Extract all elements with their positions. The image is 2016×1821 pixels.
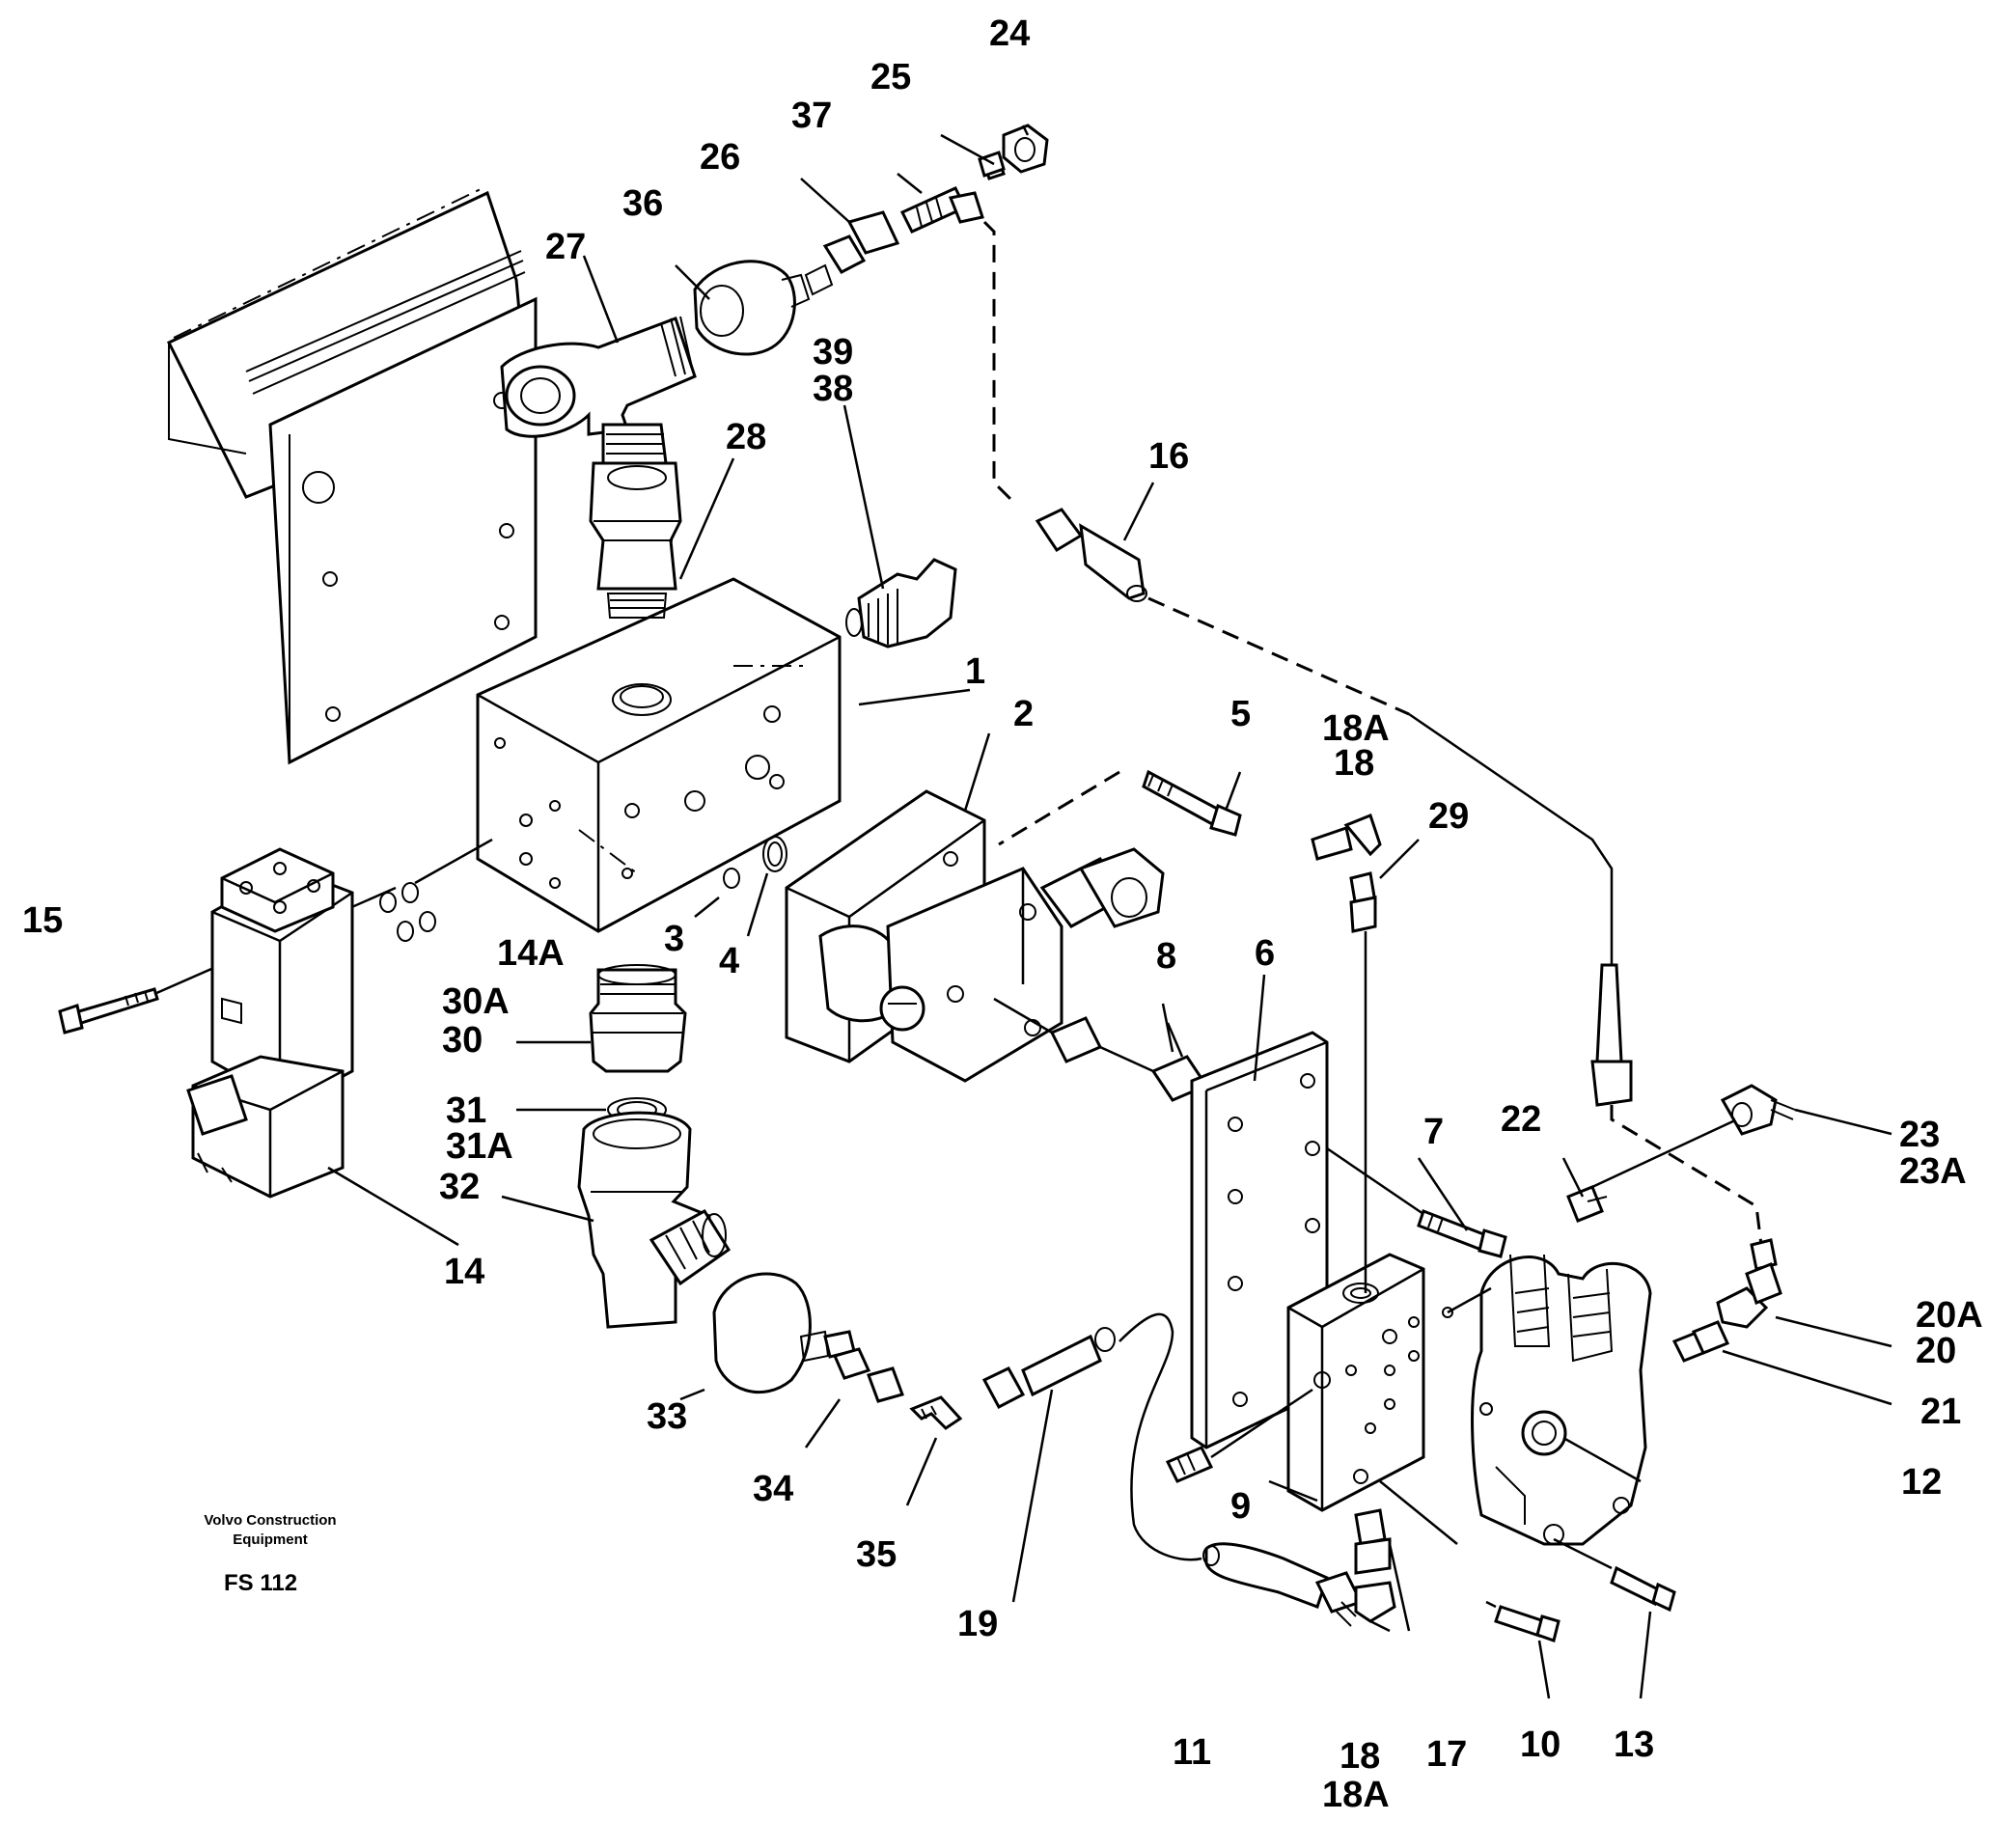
- label-18-top: 18: [1334, 743, 1374, 784]
- label-11: 11: [1173, 1732, 1211, 1773]
- leader-lines: [582, 124, 1652, 1699]
- tee-fitting-27: [500, 316, 697, 465]
- elbow-35: [905, 1395, 963, 1506]
- screw-5: [998, 769, 1242, 846]
- label-9: 9: [1230, 1486, 1251, 1527]
- label-31a: 31A: [446, 1126, 513, 1167]
- label-3: 3: [664, 919, 684, 959]
- solenoid-valve-2: [785, 789, 1165, 1083]
- label-34: 34: [753, 1469, 793, 1509]
- label-20a: 20A: [1916, 1295, 1983, 1336]
- label-37: 37: [791, 96, 832, 136]
- label-33: 33: [647, 1396, 687, 1437]
- label-13: 13: [1614, 1724, 1654, 1765]
- nut-36: [693, 260, 834, 356]
- label-14: 14: [444, 1252, 484, 1292]
- label-5: 5: [1230, 694, 1251, 734]
- elbow-18-lower: [1336, 1581, 1396, 1627]
- label-4: 4: [719, 941, 739, 981]
- brand-line-2: Equipment: [233, 1531, 308, 1548]
- hose-upper: [982, 220, 1015, 504]
- o-ring-4: [746, 836, 787, 937]
- label-30a: 30A: [442, 981, 510, 1022]
- valve-block: [476, 577, 842, 933]
- label-6: 6: [1255, 933, 1275, 974]
- plug-38: [845, 558, 957, 648]
- label-35: 35: [856, 1534, 897, 1575]
- label-23: 23: [1899, 1115, 1940, 1155]
- plug-11: [1165, 1388, 1313, 1483]
- label-10: 10: [1520, 1724, 1560, 1765]
- label-23a: 23A: [1899, 1151, 1967, 1192]
- label-8: 8: [1156, 936, 1176, 977]
- label-16: 16: [1148, 436, 1189, 477]
- fitting-29: [1349, 871, 1377, 1293]
- label-19: 19: [957, 1604, 998, 1644]
- label-18a-top: 18A: [1322, 708, 1390, 749]
- label-38: 38: [813, 369, 853, 409]
- fitting-34: [804, 1347, 904, 1449]
- nut-24: [1002, 124, 1049, 174]
- o-rings-14a: [379, 838, 493, 942]
- label-20: 20: [1916, 1331, 1956, 1371]
- leader-block-valve: [1447, 1286, 1492, 1314]
- footer: Volvo Construction Equipment FS 112: [204, 1512, 336, 1596]
- adapter-30: [516, 964, 687, 1073]
- label-15: 15: [22, 900, 63, 941]
- sheet-number: FS 112: [224, 1570, 297, 1596]
- screw-10: [1379, 1480, 1560, 1642]
- label-22: 22: [1501, 1099, 1541, 1140]
- fitting-21: [1671, 1320, 1892, 1406]
- label-32: 32: [439, 1167, 480, 1207]
- fitting-22: [1566, 1117, 1738, 1223]
- fitting-17: [1354, 1508, 1392, 1575]
- elbow-23: [1720, 1084, 1892, 1136]
- label-14a: 14A: [497, 933, 565, 974]
- screw-15: [58, 886, 397, 1035]
- tee-fitting-32: [501, 1111, 732, 1329]
- label-25: 25: [870, 57, 911, 97]
- label-17: 17: [1426, 1734, 1467, 1775]
- nut-33: [679, 1272, 856, 1401]
- o-ring-3: [694, 868, 740, 918]
- adapter-28: [589, 461, 682, 619]
- label-2: 2: [1013, 694, 1034, 734]
- label-36: 36: [622, 183, 663, 224]
- brand-line-1: Volvo Construction: [204, 1512, 336, 1529]
- label-28: 28: [726, 417, 766, 457]
- label-27: 27: [545, 227, 586, 267]
- label-31: 31: [446, 1090, 486, 1131]
- label-1: 1: [965, 651, 985, 692]
- spacer-8: [993, 997, 1217, 1102]
- hose-right: [1590, 963, 1778, 1271]
- block-9: [1286, 1253, 1453, 1512]
- label-7: 7: [1423, 1112, 1444, 1152]
- label-18-bottom: 18: [1339, 1736, 1380, 1777]
- label-12: 12: [1901, 1462, 1942, 1503]
- label-29: 29: [1428, 796, 1469, 837]
- callout-labels: 1 2 3 4 5 6 7 8 9 10 11 12 13 14 14A 15 …: [22, 14, 1983, 1815]
- fitting-26: [822, 210, 900, 274]
- elbow-18-upper: [1311, 814, 1382, 861]
- check-valve-12: [1471, 1254, 1652, 1546]
- label-39: 39: [813, 332, 853, 372]
- screw-7: [1326, 1146, 1507, 1258]
- label-30: 30: [442, 1020, 483, 1061]
- hose-16: [1035, 508, 1614, 965]
- label-26: 26: [700, 137, 740, 178]
- label-18a-bottom: 18A: [1322, 1775, 1390, 1815]
- elbow-20: [1716, 1262, 1892, 1348]
- label-24: 24: [989, 14, 1030, 54]
- hose-end-lower: [1202, 1542, 1364, 1614]
- hose-19: [981, 1312, 1202, 1603]
- label-21: 21: [1920, 1392, 1961, 1432]
- solenoid-14: [186, 847, 459, 1247]
- screw-13: [1553, 1537, 1676, 1613]
